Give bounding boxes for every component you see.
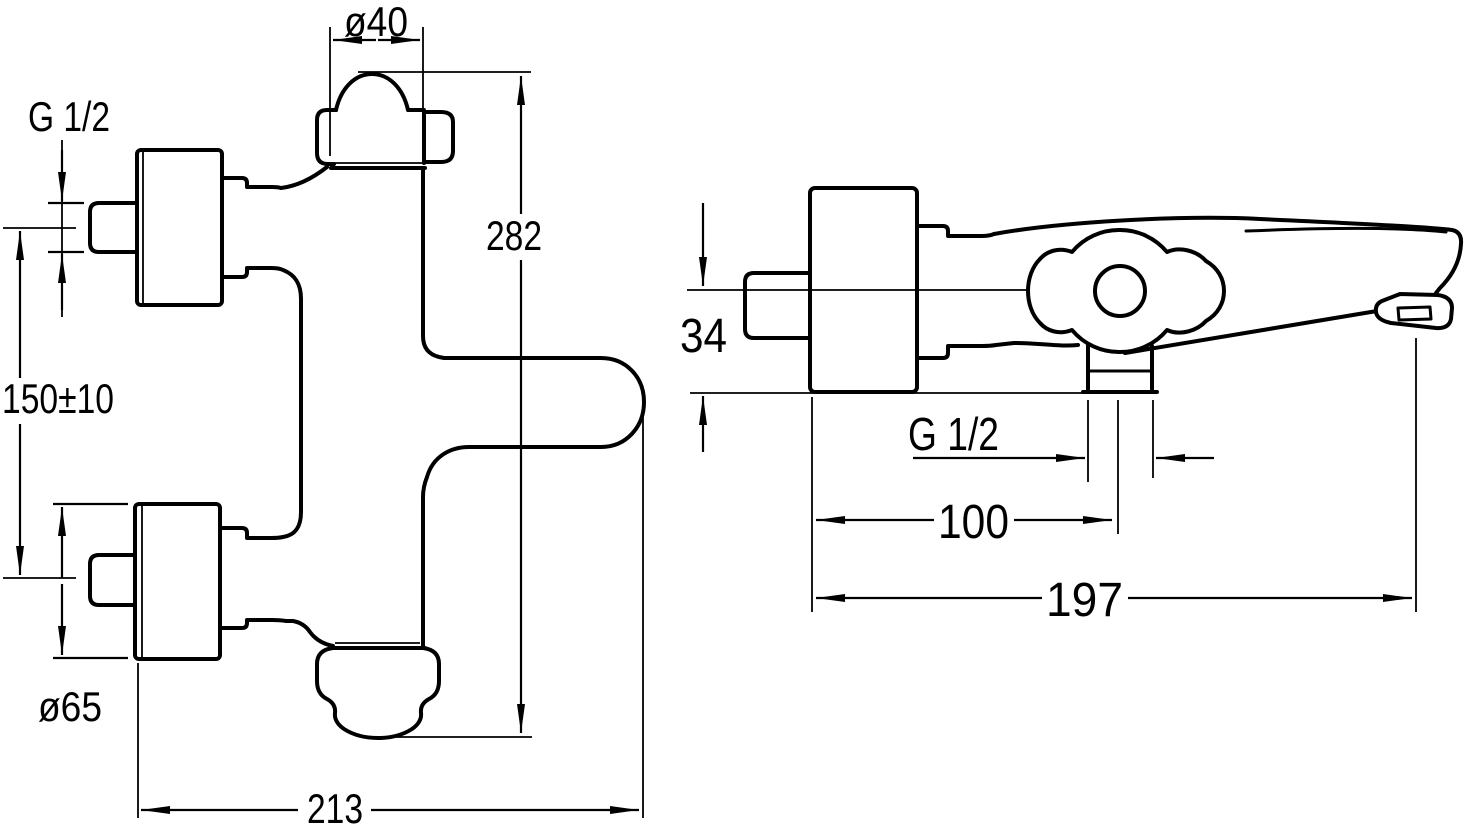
dim-label-spout-drop: 34 (680, 310, 727, 363)
dim-label-outlet-offset: 100 (938, 496, 1009, 549)
handle-hub (1093, 264, 1147, 318)
dim-label-inlet-thread: G 1/2 (28, 93, 110, 140)
valve-body-side (808, 186, 919, 394)
dim-label-overall-width: 213 (307, 785, 363, 824)
wall-union (743, 271, 812, 340)
spout-tip-outlet (1373, 292, 1454, 331)
body-steps (915, 224, 1080, 360)
mixer-body-front (421, 166, 646, 650)
dim-label-bottom-outlet-thread: G 1/2 (908, 408, 999, 460)
dim-label-top-outlet-diameter: ø40 (344, 0, 408, 45)
bath-outlet-side (1081, 344, 1159, 394)
dim-label-inlet-spacing: 150±10 (2, 375, 114, 422)
spout-side (992, 215, 1464, 355)
side-view: 34 G 1/2 100 197 (680, 186, 1464, 627)
shower-outlet-connection (315, 72, 455, 170)
escutcheon-top (135, 148, 224, 307)
inlet-valve-top (88, 148, 329, 540)
dim-label-overall-depth: 197 (1046, 574, 1123, 627)
front-view: ø40 G 1/2 150±10 ø65 (2, 0, 646, 824)
front-dimensions: ø40 G 1/2 150±10 ø65 (2, 0, 644, 824)
escutcheon-bottom (133, 502, 222, 661)
handle-rosette (1026, 227, 1226, 355)
dim-label-escutcheon-diameter: ø65 (38, 683, 102, 730)
inlet-valve-bottom (88, 502, 335, 661)
side-dimensions: 34 G 1/2 100 197 (680, 203, 1417, 627)
spout-front (315, 642, 441, 740)
dim-label-overall-height: 282 (486, 212, 542, 259)
